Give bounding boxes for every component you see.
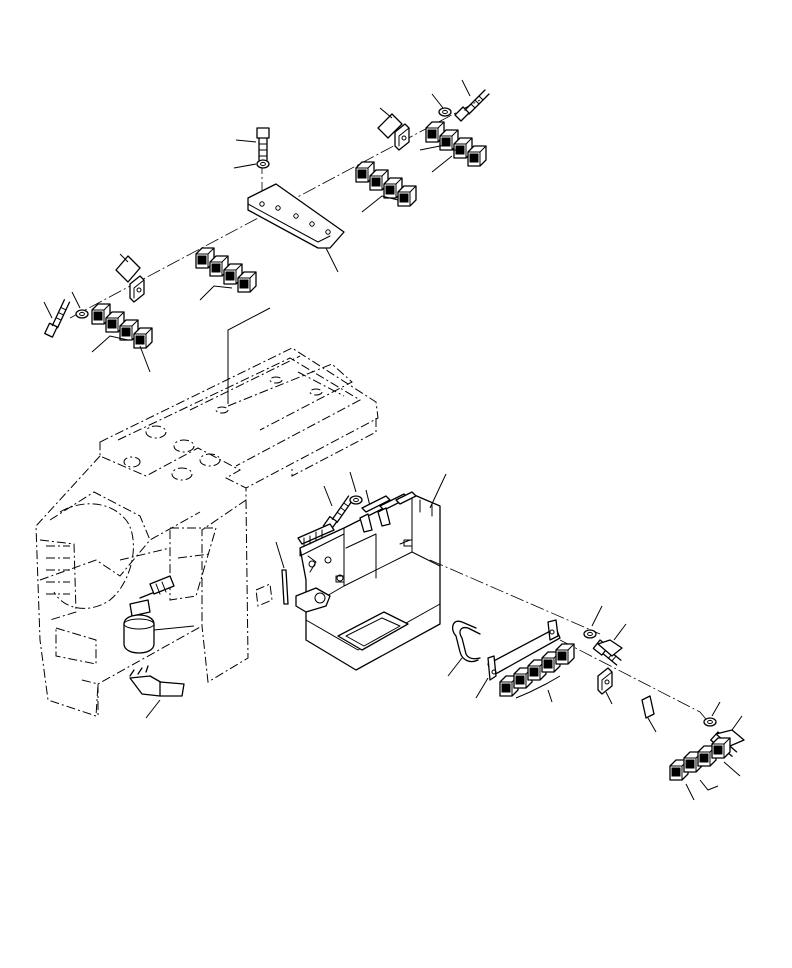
leader-line [323,485,333,507]
leader-line [731,715,743,731]
key-switch-icon [123,575,195,654]
leader-line [361,195,399,213]
leader-line [515,675,561,703]
assembly-axis-line [429,559,601,635]
leader-line [325,247,339,273]
rod-icon [281,569,289,605]
clip-icon [129,275,145,303]
connector-icon [129,665,185,719]
relay-block-icon [355,161,417,207]
leader-line [235,139,257,143]
assembly-axis-line [559,639,711,725]
bolt-icon [454,89,490,122]
u-bolt-icon [447,620,481,677]
electrical-box-group [275,471,711,733]
washer-icon [438,107,452,117]
leader-line [419,144,460,173]
upper-relay-group [35,79,490,404]
leader-line [591,605,603,627]
washer-icon [703,717,717,727]
washer-icon [75,309,89,319]
leader-line [349,471,357,493]
leader-line [431,93,444,109]
relay-block-icon [91,303,153,349]
clip-icon [597,667,613,695]
bracket-plate-icon [247,183,345,249]
bracket-plate-icon [475,619,561,699]
note-flag-icon [377,113,403,139]
leader-line [227,307,271,404]
lower-relay-group [669,701,745,801]
leader-line [685,761,741,801]
leader-line [199,285,233,301]
leader-line [711,701,721,717]
leader-line [613,623,627,641]
leader-line [365,489,371,507]
bolt-icon [35,297,80,340]
leader-line [275,541,285,569]
bolt-icon [256,127,270,161]
relay-block-icon [425,121,487,167]
relay-block-icon [669,737,731,781]
machine-frame-icon [35,347,379,717]
leader-line [91,335,151,373]
relay-block-icon [195,247,257,293]
note-flag-icon [115,255,141,283]
leader-line [429,473,447,509]
washer-icon [256,159,270,169]
leader-line [379,107,393,119]
leader-line [119,253,129,263]
leader-line [461,79,471,97]
leader-line [233,163,257,169]
leader-line [605,691,613,705]
connector-icon [641,695,655,719]
washer-icon [349,495,363,505]
grommet-icon [295,587,331,613]
leader-line [71,291,81,309]
washer-icon [583,629,597,639]
leader-line [43,301,53,319]
leader-line [647,717,657,733]
